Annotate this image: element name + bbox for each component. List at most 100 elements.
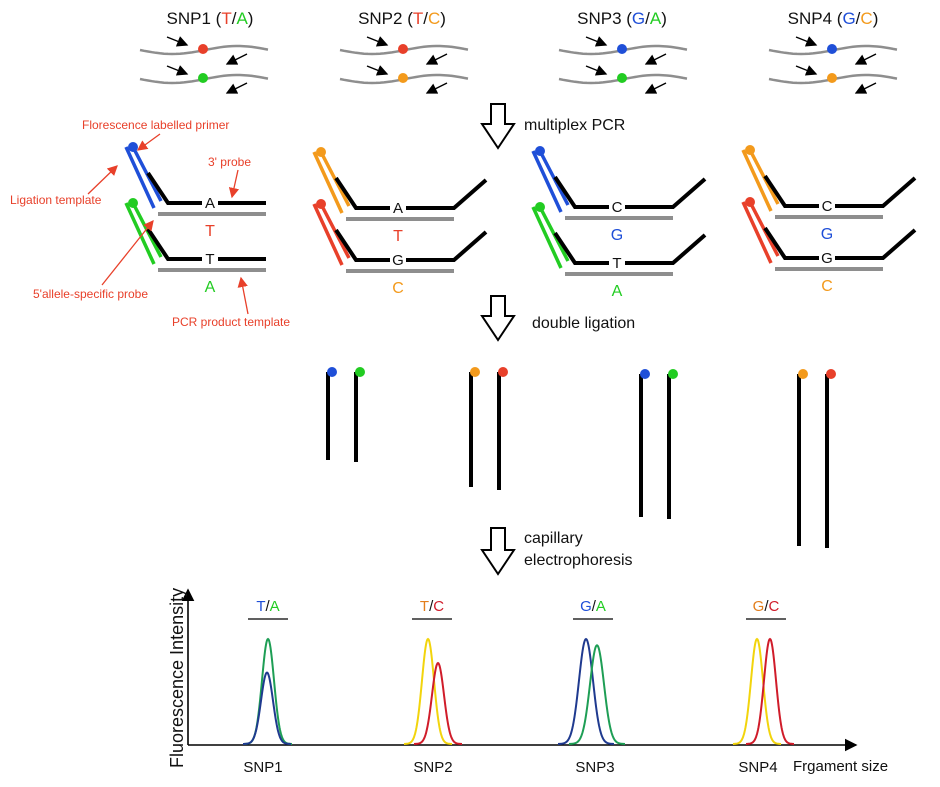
snp1-title: SNP1 (T/A) [167,9,254,28]
peak-label-1: T/A [248,598,288,620]
x-tick-snp4: SNP4 [738,759,777,776]
primer-arrow-icon [854,82,877,94]
probe-base-bottom: G [392,252,404,269]
peak-snp4-2 [746,637,794,745]
template-allele-bottom: C [392,280,404,297]
probe-top: CG [741,145,917,243]
primer-arrow-icon [225,53,248,65]
template-allele-top: T [205,223,215,240]
primer-arrow-icon [644,53,667,65]
step-ligation-label: double ligation [532,315,635,332]
y-axis-label: Fluorescence Intensity [167,588,187,768]
fluorophore-dot [535,202,545,212]
probe-bottom: TA [124,198,266,296]
snp2-title: SNP2 (T/C) [358,9,446,28]
fluorophore-dot [535,146,545,156]
primer-arrow-icon [366,36,389,47]
x-tick-labels: SNP1 SNP2 SNP3 SNP4 [243,759,777,776]
template-allele-bottom: A [205,279,216,296]
primer-arrow-icon [854,53,877,65]
probe-base-bottom: T [612,255,621,272]
probe-base-top: A [205,195,215,212]
fluorophore-dot [316,147,326,157]
peak-label-3: G/A [573,598,613,620]
primer-arrow-icon [225,82,248,94]
probe-base-top: C [822,198,833,215]
fluorophore-dot [498,367,508,377]
probe-bottom: GC [312,199,488,297]
probe-bottom: TA [531,202,707,300]
fluorophore-dot [640,369,650,379]
snp-dot [198,73,208,83]
peak-snp3-1 [558,637,614,745]
ligation-products [326,367,836,548]
primer-arrow-icon [585,36,608,47]
fluorophore-dot [745,145,755,155]
x-tick-snp1: SNP1 [243,759,282,776]
peak-snp2-1 [404,637,452,745]
fluorophore-dot [355,367,365,377]
template-allele-top: G [611,227,623,244]
step-pcr-label: multiplex PCR [524,117,625,134]
primer-arrow-icon [795,36,818,47]
snp-dot [198,44,208,54]
snp-dot [827,73,837,83]
pcr-arrow-icon [480,103,516,150]
dna-templates [139,36,898,94]
peak-snp3-2 [569,644,625,745]
probe-top: AT [124,142,266,240]
electropherogram: Fluorescence Intensity Frgament size SNP… [167,588,888,776]
primer-arrow-icon [425,53,448,65]
fluorophore-dot [798,369,808,379]
snp-dot [617,44,627,54]
snp4-title: SNP4 (G/C) [788,9,879,28]
ce-arrow-icon [480,527,516,576]
peak-group-snp1 [243,637,292,745]
step-ce-label-2: electrophoresis [524,552,633,569]
snp3-template-1 [558,36,688,65]
snp4-template-2 [768,65,898,94]
probe-base-top: A [393,200,403,217]
template-allele-top: T [393,228,403,245]
snp4-template-1 [768,36,898,65]
peak-label-2: T/C [412,598,452,620]
snp3-template-2 [558,65,688,94]
primer-arrow-icon [795,65,818,76]
primer-arrow-icon [166,65,189,76]
peaks [243,637,794,745]
annotation-3-probe: 3' probe [208,155,251,169]
snp-dot [398,44,408,54]
annotations: Florescence labelled primer Ligation tem… [10,118,290,329]
annotation-ligation-template: Ligation template [10,193,102,207]
primer-arrow-icon [366,65,389,76]
step-ce-label-1: capillary [524,530,583,547]
peak-allele-label: G/A [580,598,606,615]
primer-arrow-icon [644,82,667,94]
probe-base-bottom: T [205,251,214,268]
template-allele-bottom: A [612,283,623,300]
peak-group-snp2 [404,637,462,745]
fluorophore-dot [128,142,138,152]
template-allele-top: G [821,226,833,243]
peak-snp1-2 [243,671,291,745]
snp1-template-1 [139,36,269,65]
probe-top: CG [531,146,707,244]
template-allele-bottom: C [821,278,833,295]
primer-arrow-icon [166,36,189,47]
probe-base-top: C [612,199,623,216]
x-tick-snp2: SNP2 [413,759,452,776]
peak-allele-label: T/A [256,598,279,615]
fluorophore-dot [316,199,326,209]
fluorophore-dot [826,369,836,379]
peak-allele-label: G/C [753,598,780,615]
x-tick-snp3: SNP3 [575,759,614,776]
ligation-product-2 [469,367,508,490]
ligation-product-1 [326,367,365,462]
fluorophore-dot [745,197,755,207]
probe-base-bottom: G [821,250,833,267]
peak-snp4-1 [733,637,781,745]
